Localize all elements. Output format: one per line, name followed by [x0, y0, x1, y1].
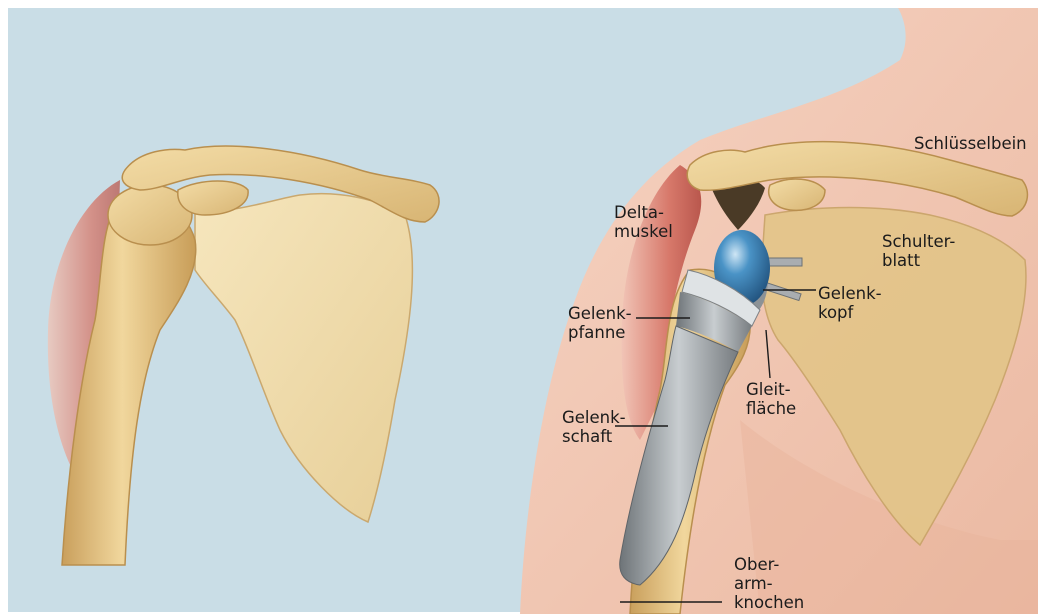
- label-gleitflaeche-line2: fläche: [746, 399, 796, 418]
- label-gelenkkopf-line2: kopf: [818, 303, 882, 322]
- label-gelenkschaft-line2: schaft: [562, 427, 626, 446]
- label-gelenkpfanne: Gelenk- pfanne: [568, 304, 632, 342]
- label-oberarmknochen-line3: knochen: [734, 593, 804, 612]
- label-schluesselbein: Schlüsselbein: [914, 134, 1027, 153]
- label-schluesselbein-text: Schlüsselbein: [914, 134, 1027, 153]
- label-deltamuskel-line1: Delta-: [614, 203, 673, 222]
- label-gelenkpfanne-line2: pfanne: [568, 323, 632, 342]
- label-gleitflaeche-line1: Gleit-: [746, 380, 796, 399]
- label-schulterblatt: Schulter- blatt: [882, 232, 955, 270]
- label-gelenkpfanne-line1: Gelenk-: [568, 304, 632, 323]
- label-deltamuskel: Delta- muskel: [614, 203, 673, 241]
- label-schulterblatt-line1: Schulter-: [882, 232, 955, 251]
- label-oberarmknochen-line2: arm-: [734, 574, 804, 593]
- label-gelenkschaft-line1: Gelenk-: [562, 408, 626, 427]
- label-gleitflaeche: Gleit- fläche: [746, 380, 796, 418]
- label-oberarmknochen: Ober- arm- knochen: [734, 555, 804, 612]
- label-gelenkschaft: Gelenk- schaft: [562, 408, 626, 446]
- label-gelenkkopf-line1: Gelenk-: [818, 284, 882, 303]
- label-schulterblatt-line2: blatt: [882, 251, 955, 270]
- label-deltamuskel-line2: muskel: [614, 222, 673, 241]
- label-oberarmknochen-line1: Ober-: [734, 555, 804, 574]
- label-gelenkkopf: Gelenk- kopf: [818, 284, 882, 322]
